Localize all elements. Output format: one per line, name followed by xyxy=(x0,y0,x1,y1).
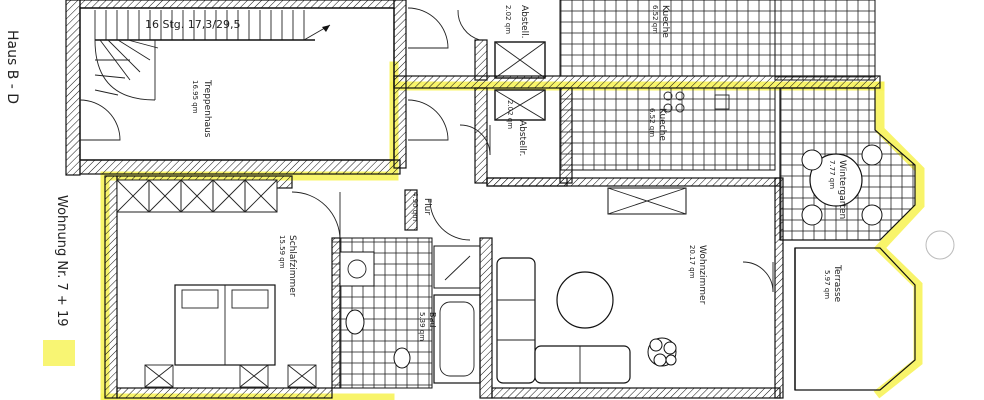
unit-label: Wohnung Nr. 7 + 19 xyxy=(54,195,69,327)
room-label-bath: Bad xyxy=(428,312,437,327)
room-label-kitchen: Kueche xyxy=(657,108,667,141)
living-room xyxy=(486,177,784,399)
stair-steps xyxy=(94,10,331,101)
bedroom xyxy=(104,175,333,399)
room-area-storage-top: 2.02 qm xyxy=(504,5,512,34)
dividing-wall xyxy=(393,75,881,89)
room-area-bath: 5.39 qm xyxy=(418,312,426,341)
room-label-winter-garden: Wintergarten xyxy=(837,160,847,219)
winter-garden xyxy=(779,87,955,260)
kitchen xyxy=(559,87,776,184)
room-area-winter-garden: 7.77 qm xyxy=(828,160,836,189)
hall xyxy=(291,189,471,241)
room-label-living: Wohnzimmer xyxy=(697,245,707,305)
room-area-kitchen: 6.52 qm xyxy=(648,108,656,137)
room-area-terrace: 5.97 qm xyxy=(823,270,831,299)
room-area-storage: 2.02 qm xyxy=(506,100,514,129)
room-area-staircase: 16.95 qm xyxy=(191,80,199,114)
house-title: Haus B - D xyxy=(4,30,20,104)
room-label-storage: Abstellr. xyxy=(517,120,527,156)
upper-unit-strip xyxy=(457,0,876,81)
room-label-storage-top: Abstell. xyxy=(519,5,529,39)
room-label-kitchen-top: Kueche xyxy=(660,5,670,38)
plant xyxy=(647,337,677,367)
bathroom xyxy=(331,237,493,399)
bed xyxy=(174,284,276,366)
stair-note: 16 Stg. 17,3/29,5 xyxy=(145,18,240,31)
room-area-hall: 4.90 qm xyxy=(411,192,419,221)
room-label-terrace: Terrasse xyxy=(832,264,842,303)
sofa xyxy=(496,257,631,384)
wardrobe xyxy=(116,179,278,213)
room-area-kitchen-top: 6.52 qm xyxy=(651,5,659,34)
room-label-bedroom: Schlafzimmer xyxy=(287,235,297,297)
room-label-staircase: Treppenhaus xyxy=(202,79,212,138)
terrace xyxy=(794,247,916,391)
room-area-bedroom: 15.59 qm xyxy=(278,235,286,269)
room-label-hall: Flur xyxy=(422,198,432,215)
room-area-living: 20.17 qm xyxy=(688,245,696,279)
staircase: 16 Stg. 17,3/29,5 xyxy=(65,0,449,176)
coffee-table xyxy=(556,271,614,329)
